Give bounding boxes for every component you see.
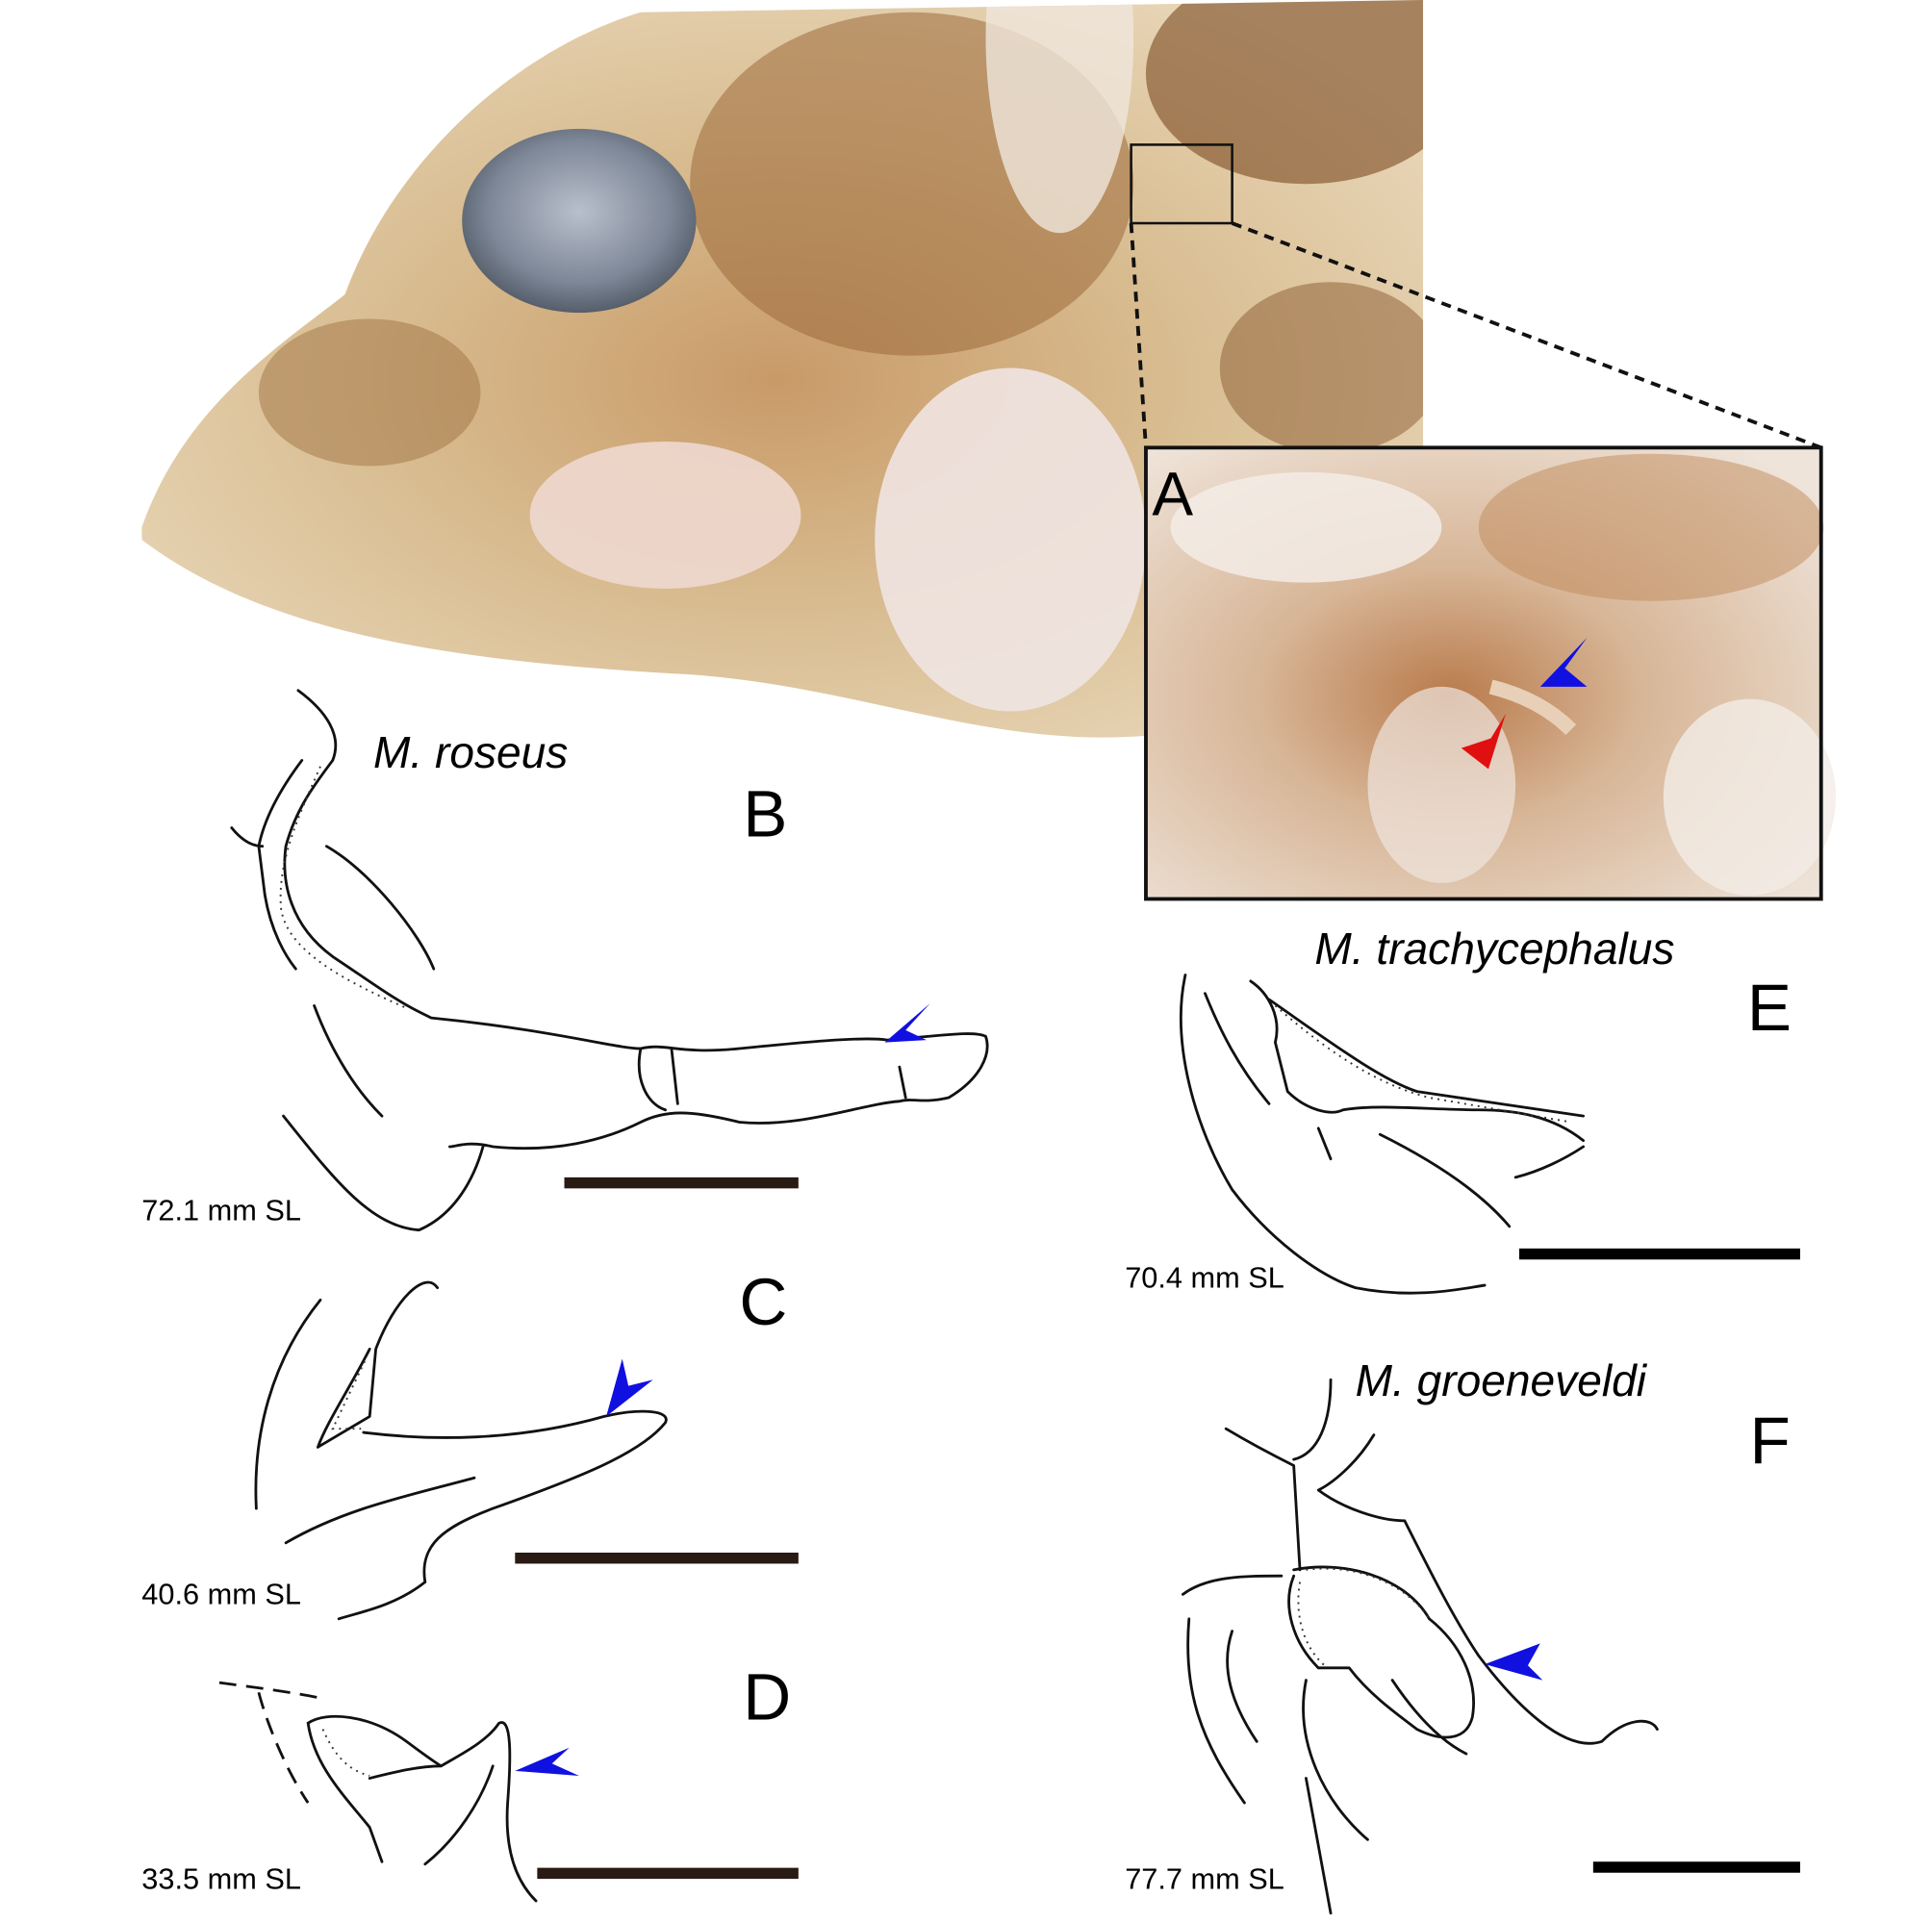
panel-c-label: C [739, 1265, 787, 1339]
size-label-c: 40.6 mm SL [141, 1579, 301, 1611]
scale-bar [1518, 1248, 1800, 1260]
zoom-line-right [1231, 221, 1822, 450]
species-label-e: M. trachycephalus [1314, 924, 1674, 974]
panel-e: M. trachycephalus E 70.4 mm SL [1125, 924, 1800, 1295]
size-label-b: 72.1 mm SL [141, 1195, 301, 1227]
panel-d: D 33.5 mm SL [141, 1660, 799, 1903]
blue-arrowhead-icon [884, 1002, 930, 1043]
panel-b: M. roseus B 72.1 mm SL [141, 689, 989, 1232]
species-label-f: M. groeneveldi [1356, 1355, 1648, 1405]
scale-bar [537, 1867, 799, 1880]
scale-bar [564, 1177, 799, 1189]
panel-f-label: F [1749, 1404, 1790, 1478]
blue-arrowhead-icon [1539, 637, 1588, 687]
red-arrowhead-icon [1461, 713, 1506, 770]
fish-head-photo [141, 0, 1424, 738]
panel-f: M. groeneveldi F 77.7 mm SL [1125, 1355, 1800, 1915]
blue-arrowhead-icon [606, 1358, 653, 1417]
inset-box [1130, 143, 1233, 225]
size-label-e: 70.4 mm SL [1125, 1262, 1284, 1295]
panel-a-label: A [1152, 460, 1193, 529]
panel-a-inset: A [1144, 445, 1837, 901]
eye [462, 128, 697, 314]
scale-bar [515, 1552, 799, 1564]
panel-e-label: E [1747, 971, 1792, 1045]
blue-arrowhead-icon [515, 1747, 579, 1777]
species-label-b: M. roseus [373, 727, 568, 777]
panel-c: C 40.6 mm SL [141, 1265, 799, 1621]
blue-arrowhead-icon [1485, 1643, 1543, 1681]
zoom-line-left [1129, 222, 1148, 448]
size-label-f: 77.7 mm SL [1125, 1862, 1284, 1895]
size-label-d: 33.5 mm SL [141, 1862, 301, 1895]
scale-bar [1592, 1861, 1800, 1873]
panel-d-label: D [743, 1660, 791, 1734]
panel-b-label: B [743, 777, 787, 851]
